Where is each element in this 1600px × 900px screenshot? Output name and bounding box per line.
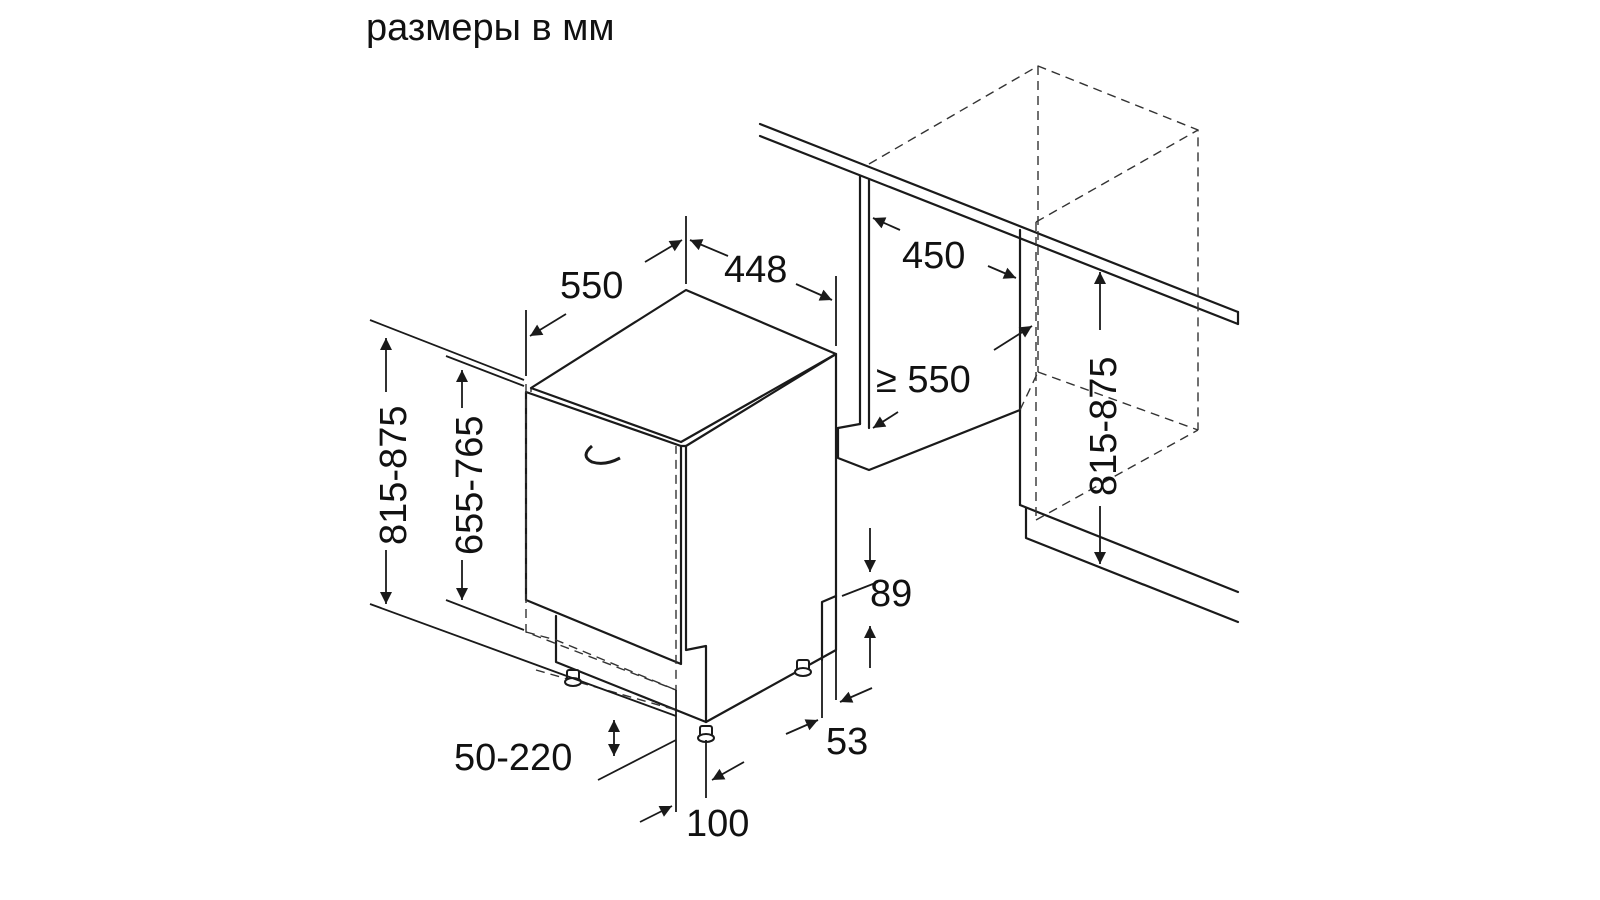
label-width: 448	[724, 249, 787, 291]
rear-right-foot	[794, 659, 812, 677]
ext-door-height-bottom	[445, 599, 525, 631]
label-niche-depth: ≥ 550	[876, 359, 971, 401]
niche-right-base-top	[1018, 503, 1240, 594]
niche-right-base-bottom	[1024, 506, 1240, 624]
ext-door-height-top	[445, 355, 525, 387]
floor-line-dash	[535, 669, 677, 711]
dim-niche-width-left	[872, 217, 901, 231]
label-niche-height: 815-875	[1083, 357, 1125, 496]
label-top-offset: 89	[870, 573, 912, 615]
dimension-lines	[369, 216, 1106, 823]
door-handle-icon	[584, 444, 621, 465]
installation-niche	[758, 65, 1240, 624]
dim-plinth-depth-right	[839, 687, 873, 703]
niche-left-base-top	[836, 422, 862, 430]
dim-width-left	[689, 239, 729, 257]
plinth-outline-dash	[525, 631, 677, 691]
countertop-edge-top	[758, 122, 1240, 314]
front-right-foot	[697, 725, 715, 743]
niche-floor-left	[1019, 371, 1039, 411]
countertop-edge-bottom	[758, 134, 1240, 326]
dim-depth-left	[529, 313, 567, 337]
door-outline-dash	[525, 384, 677, 692]
ext-total-height-top	[369, 319, 525, 381]
ext-total-height-bottom	[369, 603, 677, 717]
dishwasher-unit	[524, 288, 838, 743]
label-niche-width: 450	[902, 235, 965, 277]
niche-floor-back	[1037, 371, 1199, 431]
dim-depth-right	[644, 239, 683, 263]
dim-niche-width-right	[987, 265, 1017, 279]
dishwasher-top	[529, 288, 838, 444]
dishwasher-door	[524, 390, 683, 666]
label-plinth-depth: 53	[826, 721, 868, 763]
niche-right-top-dash	[1035, 129, 1199, 223]
diagram-title: размеры в мм	[366, 7, 615, 49]
label-total-height: 815-875	[373, 406, 415, 545]
label-depth: 550	[560, 265, 623, 307]
ext-offset-89	[841, 581, 879, 597]
dimension-labels: 550 448 450 ≥ 550 89 53 50-220 100 815-8…	[373, 235, 1125, 845]
dim-plinth-depth-left	[785, 719, 819, 735]
dim-niche-depth-left	[872, 411, 899, 429]
niche-left-base	[836, 408, 1022, 472]
dim-width-right	[795, 283, 833, 301]
ext-plinth-bottom	[597, 739, 677, 781]
niche-back-top	[868, 65, 1199, 430]
dim-setback-left	[639, 805, 673, 823]
dim-niche-depth-right	[993, 325, 1033, 351]
label-plinth-height: 50-220	[454, 737, 572, 779]
label-foot-setback: 100	[686, 803, 749, 845]
dishwasher-side	[684, 352, 838, 724]
niche-floor-right	[1035, 429, 1199, 521]
dim-setback-right	[711, 761, 745, 781]
dishwasher-plinth	[554, 614, 708, 724]
label-door-height: 655-765	[449, 416, 491, 555]
